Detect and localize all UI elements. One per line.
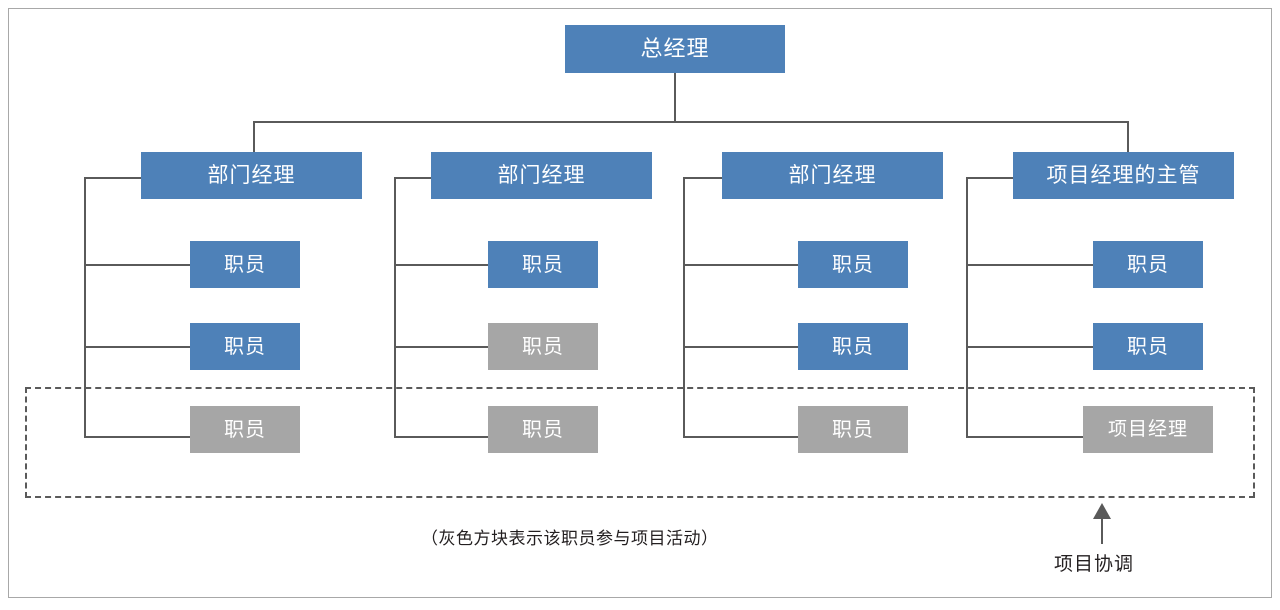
connector-branch-col3-m2 <box>683 346 799 348</box>
node-col4-member-2[interactable]: 职员 <box>1093 323 1203 370</box>
node-col2-member-3-label: 职员 <box>522 418 564 441</box>
connector-trunk-col1 <box>84 177 86 437</box>
node-col1-member-1-label: 职员 <box>224 253 266 276</box>
connector-trunk-col2 <box>394 177 396 437</box>
node-col1-head[interactable]: 部门经理 <box>141 152 362 199</box>
node-col4-member-2-label: 职员 <box>1127 335 1169 358</box>
node-col1-head-label: 部门经理 <box>207 164 296 187</box>
connector-branch-col1-m3 <box>84 436 192 438</box>
page-frame <box>8 8 1272 598</box>
connector-branch-col1-head <box>84 177 142 179</box>
connector-branch-col4-m1 <box>966 264 1094 266</box>
node-col3-member-3[interactable]: 职员 <box>798 406 908 453</box>
connector-trunk-col4 <box>966 177 968 437</box>
node-col2-member-3[interactable]: 职员 <box>488 406 598 453</box>
node-col1-member-2[interactable]: 职员 <box>190 323 300 370</box>
node-col3-member-1[interactable]: 职员 <box>798 241 908 288</box>
node-col4-member-1[interactable]: 职员 <box>1093 241 1203 288</box>
node-col2-member-1[interactable]: 职员 <box>488 241 598 288</box>
node-col1-member-2-label: 职员 <box>224 335 266 358</box>
connector-branch-col3-m3 <box>683 436 799 438</box>
node-col2-member-1-label: 职员 <box>522 253 564 276</box>
node-col4-member-3[interactable]: 项目经理 <box>1083 406 1213 453</box>
connector-trunk-col3 <box>683 177 685 437</box>
connector-branch-col1-m2 <box>84 346 192 348</box>
node-col2-head[interactable]: 部门经理 <box>431 152 652 199</box>
connector-branch-col2-m3 <box>394 436 490 438</box>
coordination-label: 项目协调 <box>1054 554 1135 575</box>
node-col3-member-1-label: 职员 <box>832 253 874 276</box>
coordination-arrow-stem <box>1101 516 1103 544</box>
node-col4-head-label: 项目经理的主管 <box>1046 164 1201 187</box>
connector-top-bus <box>253 121 1129 123</box>
node-col2-head-label: 部门经理 <box>497 164 586 187</box>
node-col3-head[interactable]: 部门经理 <box>722 152 943 199</box>
node-col4-member-1-label: 职员 <box>1127 253 1169 276</box>
connector-branch-col3-head <box>683 177 727 179</box>
connector-branch-col1-m1 <box>84 264 192 266</box>
node-col3-head-label: 部门经理 <box>788 164 877 187</box>
node-col2-member-2-label: 职员 <box>522 335 564 358</box>
node-col3-member-3-label: 职员 <box>832 418 874 441</box>
node-col4-member-3-label: 项目经理 <box>1107 419 1188 440</box>
connector-drop-col1 <box>253 121 255 153</box>
node-col4-head[interactable]: 项目经理的主管 <box>1013 152 1234 199</box>
connector-branch-col2-head <box>394 177 438 179</box>
connector-branch-col2-m2 <box>394 346 490 348</box>
legend-caption: （灰色方块表示该职员参与项目活动） <box>421 529 719 548</box>
node-col3-member-2-label: 职员 <box>832 335 874 358</box>
node-general-manager-label: 总经理 <box>640 36 710 61</box>
node-col2-member-2[interactable]: 职员 <box>488 323 598 370</box>
connector-branch-col4-m2 <box>966 346 1094 348</box>
connector-drop-col4 <box>1127 121 1129 153</box>
connector-branch-col3-m1 <box>683 264 799 266</box>
coordination-arrow-icon <box>1093 503 1111 519</box>
connector-branch-col4-m3 <box>966 436 1094 438</box>
connector-gm-stem <box>674 73 676 123</box>
node-col1-member-1[interactable]: 职员 <box>190 241 300 288</box>
connector-branch-col4-head <box>966 177 1016 179</box>
node-col1-member-3[interactable]: 职员 <box>190 406 300 453</box>
node-general-manager[interactable]: 总经理 <box>565 25 785 73</box>
connector-branch-col2-m1 <box>394 264 490 266</box>
node-col1-member-3-label: 职员 <box>224 418 266 441</box>
node-col3-member-2[interactable]: 职员 <box>798 323 908 370</box>
